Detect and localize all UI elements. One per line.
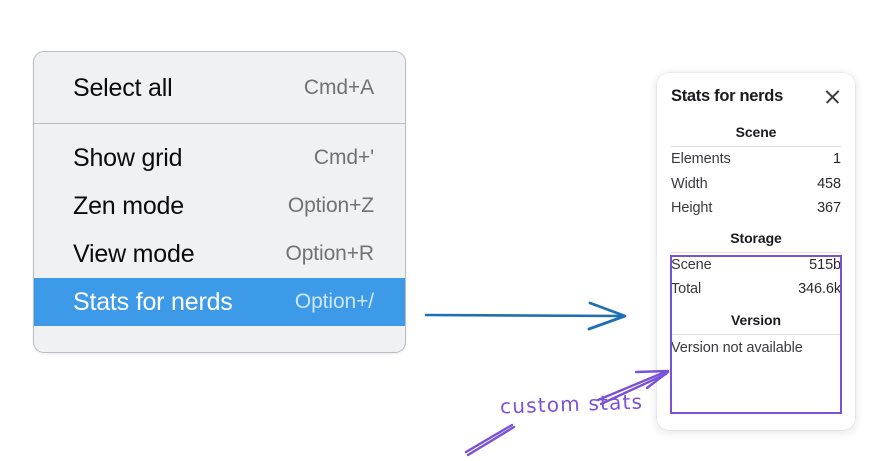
section-title-scene: Scene: [735, 124, 777, 140]
menu-item-view-mode[interactable]: View mode Option+R: [34, 230, 405, 278]
stats-for-nerds-panel: Stats for nerds Scene Elements 1 Width 4…: [657, 73, 855, 430]
menu-item-shortcut: Cmd+': [313, 146, 374, 169]
menu-item-label: Zen mode: [73, 191, 184, 220]
stats-panel-header: Stats for nerds: [671, 73, 841, 119]
menu-item-shortcut: Option+/: [294, 290, 374, 313]
menu-item-label: Select all: [73, 73, 173, 102]
stat-row-height: Height 367: [671, 196, 841, 221]
menu-item-stats-for-nerds[interactable]: Stats for nerds Option+/: [34, 278, 405, 326]
section-title-storage: Storage: [730, 229, 782, 246]
stat-value: 458: [817, 175, 841, 192]
application-context-menu[interactable]: Select all Cmd+A Show grid Cmd+' Zen mod…: [33, 51, 406, 353]
menu-group-2: Show grid Cmd+' Zen mode Option+Z View m…: [34, 124, 405, 338]
menu-group-1: Select all Cmd+A: [34, 52, 405, 123]
stat-value: 346.6k: [798, 281, 841, 298]
stat-value: 1: [833, 151, 841, 168]
stat-row-storage-scene: Scene 515b: [671, 253, 841, 278]
divider: [671, 333, 841, 335]
stat-label: Width: [671, 175, 708, 192]
close-icon[interactable]: [824, 88, 841, 105]
menu-item-zen-mode[interactable]: Zen mode Option+Z: [34, 182, 405, 230]
menu-item-shortcut: Option+Z: [287, 194, 374, 217]
stat-label: Scene: [671, 256, 712, 273]
stat-row-storage-total: Total 346.6k: [671, 277, 841, 302]
menu-item-shortcut: Cmd+A: [303, 76, 374, 99]
menu-separator: [34, 123, 405, 124]
divider: [671, 146, 841, 147]
menu-item-shortcut: Option+R: [285, 242, 374, 265]
stat-label: Total: [671, 281, 702, 298]
menu-item-label: View mode: [73, 239, 195, 268]
stat-row-elements: Elements 1: [671, 147, 841, 172]
stat-value: 367: [817, 200, 841, 217]
menu-item-label: Stats for nerds: [73, 287, 233, 316]
stat-label: Height: [671, 200, 713, 217]
section-title-version: Version: [731, 311, 781, 328]
stat-label: Elements: [671, 151, 731, 168]
handwritten-annotation-label: custom stats: [499, 389, 644, 419]
divider: [671, 251, 841, 253]
stats-panel-title: Stats for nerds: [671, 86, 783, 105]
stat-row-version: Version not available: [671, 339, 803, 356]
stat-row-width: Width 458: [671, 172, 841, 197]
stat-value: 515b: [809, 256, 841, 273]
menu-item-show-grid[interactable]: Show grid Cmd+': [34, 134, 405, 182]
menu-item-select-all[interactable]: Select all Cmd+A: [34, 64, 405, 112]
menu-item-label: Show grid: [73, 143, 183, 172]
